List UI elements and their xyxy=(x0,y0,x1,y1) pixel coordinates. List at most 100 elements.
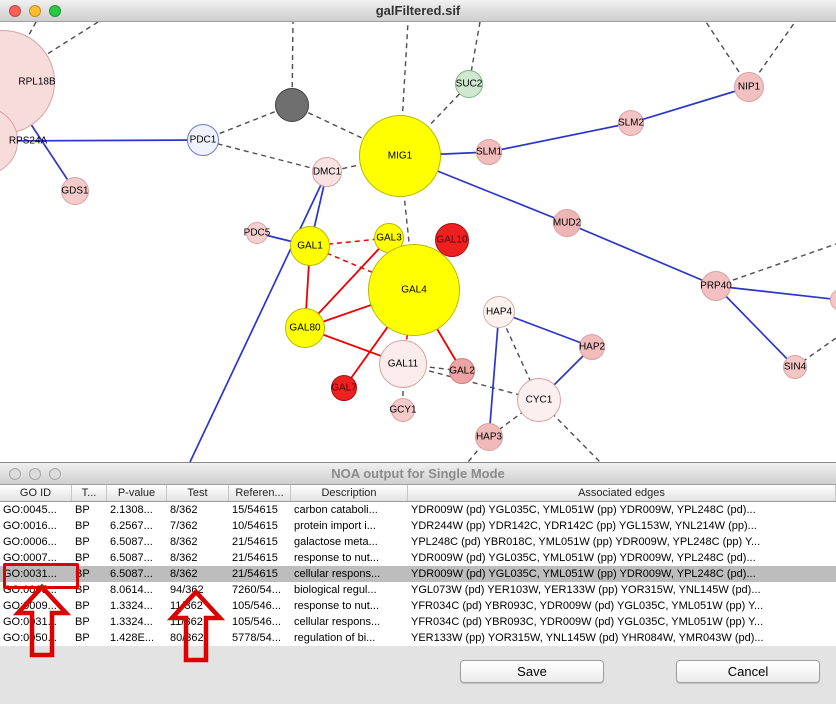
graph-edge[interactable] xyxy=(498,311,593,348)
cell-p_value: 1.428E... xyxy=(110,632,155,644)
cell-type: BP xyxy=(75,584,90,596)
graph-edge[interactable] xyxy=(715,285,836,301)
graph-node-gds1[interactable]: GDS1 xyxy=(61,177,89,205)
cell-test: 94/362 xyxy=(170,584,204,596)
cell-go_id: GO:0006... xyxy=(3,536,57,548)
node-label: GAL11 xyxy=(387,358,419,370)
node-label: MIG1 xyxy=(387,150,413,162)
zoom-button[interactable] xyxy=(49,5,61,17)
node-label: PRP40 xyxy=(700,280,732,292)
graph-node-dmc1[interactable]: DMC1 xyxy=(312,157,342,187)
node-label: DMC1 xyxy=(312,166,342,178)
graph-edge[interactable] xyxy=(488,311,500,438)
graph-node-gal11[interactable]: GAL11 xyxy=(379,340,427,388)
graph-edge[interactable] xyxy=(399,83,470,157)
graph-edge[interactable] xyxy=(488,122,632,153)
node-label: GAL2 xyxy=(449,365,475,377)
node-label: SIN4 xyxy=(783,361,807,373)
graph-node-suc2[interactable]: SUC2 xyxy=(455,70,483,98)
graph-edge[interactable] xyxy=(202,104,293,141)
cell-reference: 105/546... xyxy=(232,616,281,628)
cell-type: BP xyxy=(75,600,90,612)
cancel-button[interactable]: Cancel xyxy=(676,660,820,683)
graph-node-slm2[interactable]: SLM2 xyxy=(618,110,644,136)
column-header-edges[interactable]: Associated edges xyxy=(408,485,836,501)
graph-edge[interactable] xyxy=(498,311,540,401)
node-label: GAL3 xyxy=(376,232,402,244)
column-header-go_id[interactable]: GO ID xyxy=(0,485,72,501)
graph-edge[interactable] xyxy=(566,222,717,287)
node-label: RPL18B xyxy=(18,76,56,88)
graph-edge[interactable] xyxy=(715,243,836,287)
graph-node-prp40[interactable]: PRP40 xyxy=(700,271,732,301)
graph-node-gal7[interactable]: GAL7 xyxy=(331,375,357,401)
column-header-type[interactable]: T... xyxy=(72,485,107,501)
graph-edge[interactable] xyxy=(630,86,750,124)
cell-edges: YDR009W (pd) YGL035C, YML051W (pp) YDR00… xyxy=(411,552,756,564)
graph-edge[interactable] xyxy=(402,363,540,401)
graph-edge[interactable] xyxy=(0,139,204,142)
graph-edge[interactable] xyxy=(202,139,328,173)
minimize-button[interactable] xyxy=(29,5,41,17)
noa-window-title: NOA output for Single Mode xyxy=(331,466,505,481)
cell-edges: YPL248C (pd) YBR018C, YML051W (pp) YDR00… xyxy=(411,536,761,548)
cell-p_value: 2.1308... xyxy=(110,504,153,516)
graph-node-hap2[interactable]: HAP2 xyxy=(579,334,605,360)
node-label: RPS24A xyxy=(8,135,48,147)
graph-edge[interactable] xyxy=(715,285,796,368)
cell-type: BP xyxy=(75,616,90,628)
graph-node-gcy1[interactable]: GCY1 xyxy=(389,398,417,422)
graph-node-gal10[interactable]: GAL10 xyxy=(435,223,469,257)
column-header-description[interactable]: Description xyxy=(291,485,408,501)
column-header-reference[interactable]: Referen... xyxy=(229,485,291,501)
cell-p_value: 6.5087... xyxy=(110,552,153,564)
graph-node-sin4[interactable]: SIN4 xyxy=(783,355,807,379)
graph-node-mud2[interactable]: MUD2 xyxy=(553,209,581,237)
column-header-p_value[interactable]: P-value xyxy=(107,485,167,501)
column-header-test[interactable]: Test xyxy=(167,485,229,501)
node-label: CYC1 xyxy=(525,394,553,406)
graph-node-gal80[interactable]: GAL80 xyxy=(285,308,325,348)
close-button[interactable] xyxy=(9,5,21,17)
cell-test: 8/362 xyxy=(170,536,198,548)
graph-edge[interactable] xyxy=(538,399,601,462)
save-button[interactable]: Save xyxy=(460,660,604,683)
graph-node-slm1[interactable]: SLM1 xyxy=(476,139,502,165)
graph-node-gal4[interactable]: GAL4 xyxy=(368,244,460,336)
minimize-button[interactable] xyxy=(29,468,41,480)
graph-node-mig1[interactable]: MIG1 xyxy=(359,115,441,197)
graph-node-gal2[interactable]: GAL2 xyxy=(449,358,475,384)
graph-node-hap3[interactable]: HAP3 xyxy=(475,423,503,451)
graph-window-titlebar: galFiltered.sif xyxy=(0,0,836,22)
graph-node-gray1[interactable] xyxy=(275,88,309,122)
graph-node-pdc5[interactable]: PDC5 xyxy=(244,222,270,244)
graph-node-pdc1[interactable]: PDC1 xyxy=(187,124,219,156)
graph-node-gal1[interactable]: GAL1 xyxy=(290,226,330,266)
cell-description: carbon cataboli... xyxy=(294,504,378,516)
close-button[interactable] xyxy=(9,468,21,480)
node-label: SLM2 xyxy=(617,117,645,129)
graph-node-hap4[interactable]: HAP4 xyxy=(483,296,515,328)
graph-edge[interactable] xyxy=(189,171,328,462)
graph-node-cyc1[interactable]: CYC1 xyxy=(517,378,561,422)
graph-edge[interactable] xyxy=(467,436,490,462)
graph-node-nip1[interactable]: NIP1 xyxy=(734,72,764,102)
cell-test: 8/362 xyxy=(170,504,198,516)
graph-edge[interactable] xyxy=(468,22,481,85)
cell-p_value: 1.3324... xyxy=(110,616,153,628)
cell-type: BP xyxy=(75,504,90,516)
zoom-button[interactable] xyxy=(49,468,61,480)
